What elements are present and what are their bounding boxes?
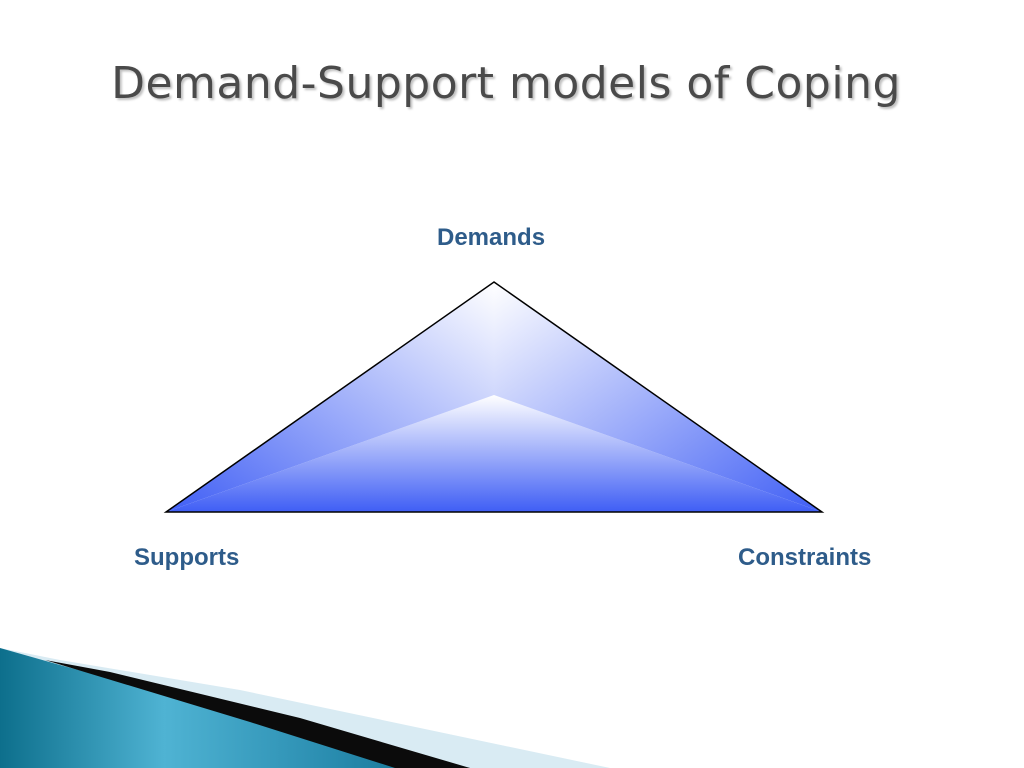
triangle-outline — [163, 281, 825, 513]
slide-title: Demand-Support models of Coping — [111, 58, 901, 109]
label-constraints: Constraints — [738, 544, 872, 571]
teal-swoosh — [0, 648, 470, 768]
triangle-facet-bottom — [166, 395, 822, 512]
label-demands: Demands — [437, 224, 546, 251]
dark-swoosh — [45, 660, 470, 768]
label-supports: Supports — [134, 544, 240, 571]
